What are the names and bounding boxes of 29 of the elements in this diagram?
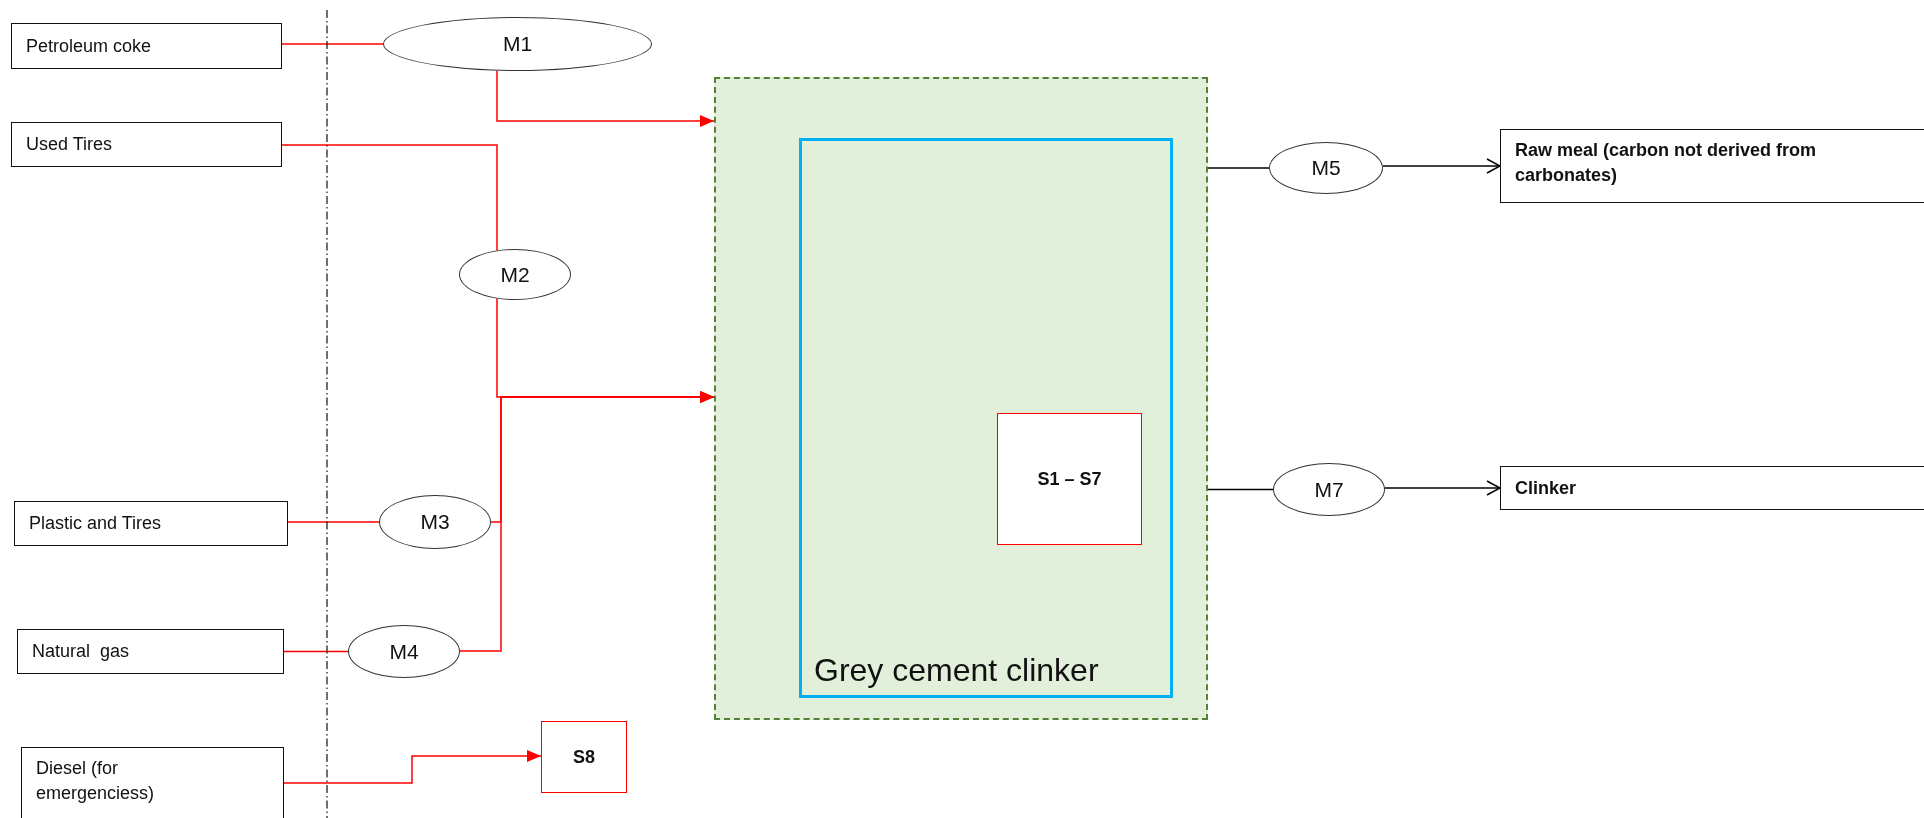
connector-line [1207, 167, 1270, 169]
arrow [283, 750, 542, 784]
connector-line [1207, 488, 1274, 491]
boundary-box [714, 77, 1208, 720]
measurement-ellipse: M2 [459, 249, 571, 300]
arrow [1384, 480, 1501, 496]
measurement-ellipse: M7 [1273, 463, 1385, 516]
measurement-ellipse: M4 [348, 625, 460, 678]
measurement-ellipse: M5 [1269, 142, 1383, 194]
source-box: Plastic and Tires [14, 501, 288, 546]
arrow [496, 69, 715, 127]
arrow [459, 391, 715, 652]
source-box: Natural gas [17, 629, 284, 674]
group-title: Grey cement clinker [814, 652, 1099, 689]
product-box: Clinker [1500, 466, 1924, 510]
installation-box [799, 138, 1173, 698]
emission-source-box: S8 [541, 721, 627, 793]
arrow [1382, 158, 1501, 174]
product-box: Raw meal (carbon not derived from carbonates) [1500, 129, 1924, 203]
source-box: Petroleum coke [11, 23, 282, 69]
connector-line [283, 650, 349, 653]
measurement-ellipse: M1 [383, 17, 652, 71]
source-box: Used Tires [11, 122, 282, 167]
source-box: Diesel (for emergenciess) [21, 747, 284, 818]
connector-line [281, 43, 384, 45]
measurement-ellipse: M3 [379, 495, 491, 549]
connector-line [281, 144, 498, 252]
emission-source-box: S1 – S7 [997, 413, 1142, 545]
connector-line [287, 521, 380, 523]
